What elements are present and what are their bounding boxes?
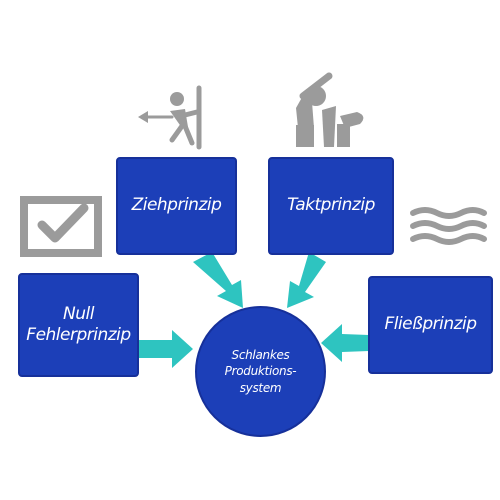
- center-label-line3: system: [239, 380, 282, 395]
- node-ziehprinzip: Ziehprinzip: [116, 157, 237, 255]
- node-fliessprinzip-label: Fließprinzip: [384, 314, 477, 335]
- center-label-line1: Schlankes: [231, 348, 290, 363]
- node-taktprinzip-label: Taktprinzip: [287, 195, 375, 216]
- arrow-ziehprinzip: [193, 252, 243, 308]
- checkbox-icon: [20, 196, 102, 257]
- center-node: Schlankes Produktions- system: [195, 306, 326, 437]
- node-fliessprinzip: Fließprinzip: [368, 276, 493, 374]
- node-null-label-line2: Fehlerprinzip: [26, 325, 131, 345]
- arrow-null: [138, 330, 193, 368]
- waves-icon: [410, 207, 487, 245]
- worker-hammer-icon: [296, 72, 364, 147]
- node-null-fehlerprinzip: Null Fehlerprinzip: [18, 273, 139, 377]
- arrow-fliess: [321, 324, 369, 362]
- arrow-taktprinzip: [287, 252, 326, 308]
- person-pulling-icon: [138, 85, 202, 150]
- center-label-line2: Produktions-: [224, 364, 297, 379]
- node-ziehprinzip-label: Ziehprinzip: [131, 195, 222, 216]
- node-null-label-line1: Null: [63, 303, 94, 324]
- node-taktprinzip: Taktprinzip: [268, 157, 394, 255]
